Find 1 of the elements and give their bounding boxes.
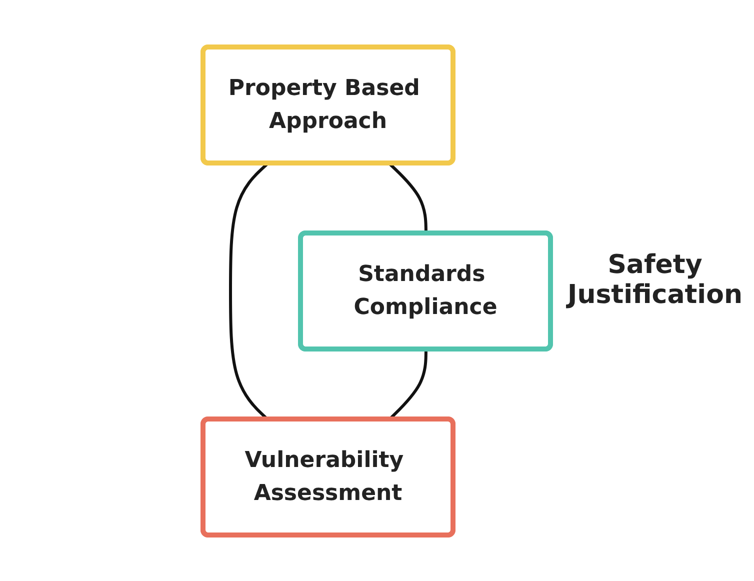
center-label: Safety Justification [565, 250, 744, 310]
